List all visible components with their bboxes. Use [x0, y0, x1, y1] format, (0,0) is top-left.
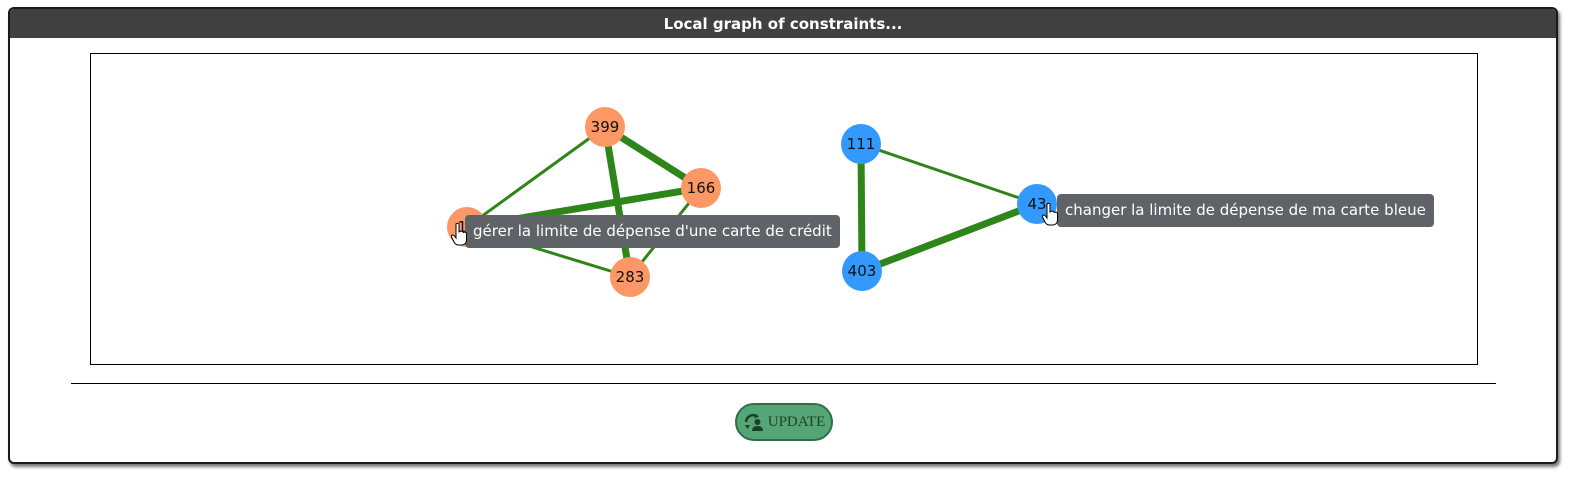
- node-tooltip-19: gérer la limite de dépense d'une carte d…: [465, 215, 840, 248]
- graph-node-label: 166: [687, 179, 716, 197]
- graph-node-283[interactable]: 283: [610, 257, 650, 297]
- graph-node-166[interactable]: 166: [681, 168, 721, 208]
- graph-edge-399-19: [466, 125, 606, 229]
- graph-node-label: 43: [1027, 195, 1046, 213]
- graph-node-399[interactable]: 399: [585, 107, 625, 147]
- graph-node-circle[interactable]: [842, 251, 882, 291]
- graph-node-403[interactable]: 403: [842, 251, 882, 291]
- update-button[interactable]: UPDATE: [735, 403, 833, 441]
- graph-edge-403-43: [860, 200, 1039, 275]
- graph-node-label: 403: [848, 262, 877, 280]
- graph-node-circle[interactable]: [585, 107, 625, 147]
- refresh-user-icon: [744, 413, 763, 431]
- graph-node-circle[interactable]: [681, 168, 721, 208]
- graph-edge-111-403: [857, 143, 866, 272]
- graph-canvas[interactable]: 3991661928311143403 gérer la limite de d…: [90, 53, 1478, 365]
- graph-node-111[interactable]: 111: [841, 124, 881, 164]
- divider: [71, 383, 1496, 384]
- node-tooltip-43: changer la limite de dépense de ma carte…: [1057, 194, 1434, 227]
- graph-svg[interactable]: 3991661928311143403: [91, 54, 1477, 364]
- dialog-title: Local graph of constraints...: [10, 9, 1556, 38]
- hand-cursor-icon: [1042, 202, 1058, 226]
- update-button-label: UPDATE: [767, 413, 826, 430]
- constraint-graph-dialog: Local graph of constraints... 3991661928…: [8, 7, 1558, 464]
- graph-node-circle[interactable]: [841, 124, 881, 164]
- graph-edge-111-43: [860, 142, 1038, 206]
- graph-node-label: 111: [847, 135, 876, 153]
- graph-node-label: 283: [616, 268, 645, 286]
- hand-cursor-icon: [451, 222, 467, 246]
- graph-node-label: 399: [591, 118, 620, 136]
- graph-node-circle[interactable]: [610, 257, 650, 297]
